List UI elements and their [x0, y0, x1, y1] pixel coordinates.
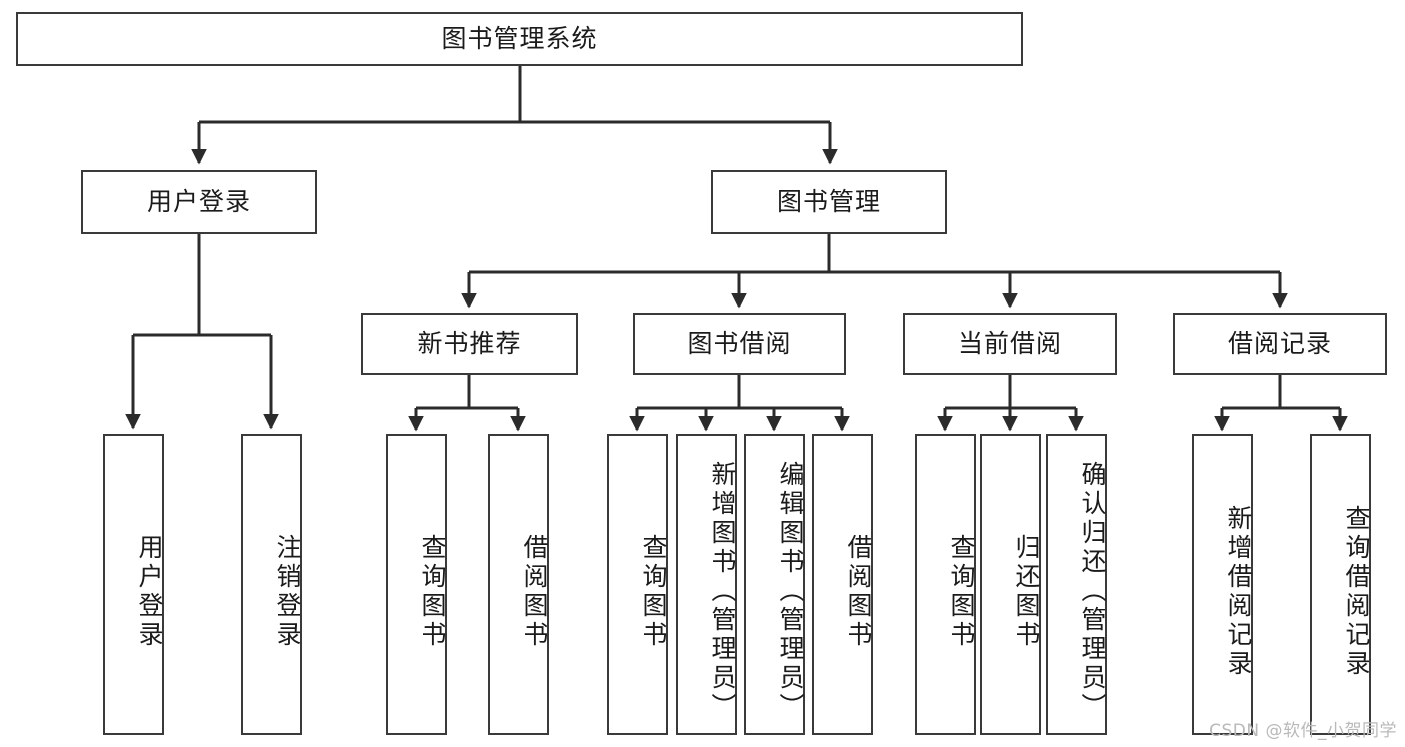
node-root-system[interactable]: 图书管理系统 [16, 12, 1023, 66]
node-new-book-recommend[interactable]: 新书推荐 [361, 313, 578, 375]
leaf-borrow-add-book-admin[interactable]: 新增图书（管理员） [676, 434, 737, 735]
node-borrow-record[interactable]: 借阅记录 [1173, 313, 1387, 375]
leaf-borrow-query-book[interactable]: 查询图书 [607, 434, 668, 735]
leaf-record-add-record[interactable]: 新增借阅记录 [1192, 434, 1253, 735]
leaf-label: 新增借阅记录 [1224, 504, 1253, 679]
leaf-label: 查询图书 [947, 533, 976, 650]
leaf-user-login-signout[interactable]: 注销登录 [241, 434, 302, 735]
leaf-label: 查询图书 [418, 533, 447, 650]
leaf-label: 借阅图书 [844, 533, 873, 650]
leaf-label: 查询借阅记录 [1342, 504, 1371, 679]
node-current-borrow[interactable]: 当前借阅 [903, 313, 1117, 375]
leaf-user-login-signin[interactable]: 用户登录 [103, 434, 164, 735]
leaf-recommend-borrow-book[interactable]: 借阅图书 [488, 434, 549, 735]
leaf-label: 用户登录 [135, 533, 164, 650]
watermark-text: CSDN @软件_小贺同学 [1209, 721, 1397, 741]
node-book-management[interactable]: 图书管理 [711, 170, 947, 234]
leaf-label: 编辑图书（管理员） [776, 461, 805, 722]
node-user-login[interactable]: 用户登录 [81, 170, 317, 234]
leaf-borrow-borrow-book[interactable]: 借阅图书 [812, 434, 873, 735]
leaf-label: 借阅图书 [520, 533, 549, 650]
leaf-borrow-edit-book-admin[interactable]: 编辑图书（管理员） [744, 434, 805, 735]
leaf-label: 注销登录 [273, 533, 302, 650]
leaf-label: 新增图书（管理员） [708, 461, 737, 722]
leaf-label: 归还图书 [1012, 533, 1041, 650]
leaf-label: 查询图书 [639, 533, 668, 650]
leaf-current-return-book[interactable]: 归还图书 [980, 434, 1041, 735]
leaf-current-query-book[interactable]: 查询图书 [915, 434, 976, 735]
leaf-recommend-query-book[interactable]: 查询图书 [386, 434, 447, 735]
node-book-borrow[interactable]: 图书借阅 [633, 313, 846, 375]
leaf-record-query-record[interactable]: 查询借阅记录 [1310, 434, 1371, 735]
leaf-current-confirm-return-admin[interactable]: 确认归还（管理员） [1046, 434, 1107, 735]
leaf-label: 确认归还（管理员） [1078, 461, 1107, 722]
